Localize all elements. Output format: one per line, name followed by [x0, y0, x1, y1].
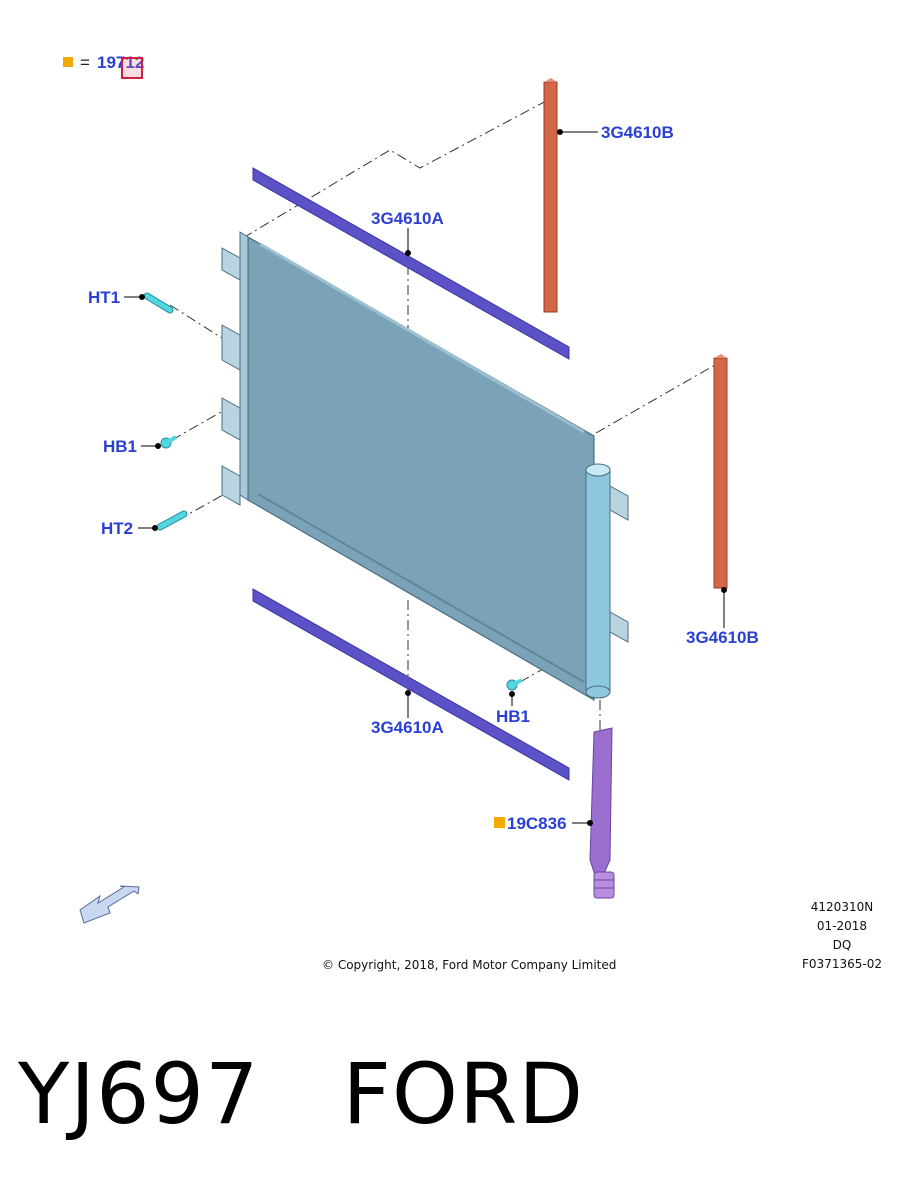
receiver-tank	[585, 463, 629, 699]
label-seal-bottom: 3G4610A	[371, 718, 444, 737]
ref-line-4: F0371365-02	[802, 957, 882, 971]
label-hb1-left: HB1	[103, 437, 137, 456]
legend-highlight-box	[121, 57, 143, 79]
ref-line-1: 4120310N	[811, 900, 873, 914]
left-brackets	[221, 247, 241, 506]
copyright-text: © Copyright, 2018, Ford Motor Company Li…	[322, 958, 616, 972]
label-ht2: HT2	[101, 519, 133, 538]
ref-line-2: 01-2018	[817, 919, 867, 933]
seal-bottom-3g4610a	[252, 588, 570, 781]
label-ht1: HT1	[88, 288, 120, 307]
drier-element-19c836	[589, 727, 615, 899]
seal-lower-3g4610b	[713, 354, 728, 589]
condenser-core	[239, 231, 595, 702]
label-seal-upper-right: 3G4610B	[601, 123, 674, 142]
ref-line-3: DQ	[833, 938, 852, 952]
drier-legend-marker	[494, 817, 505, 828]
callout-leaders	[124, 129, 727, 826]
caption-title: YJ697 FORD	[18, 1052, 584, 1136]
label-drier: 19C836	[507, 814, 567, 833]
legend-equals: =	[80, 53, 90, 72]
seal-top-3g4610a	[252, 167, 570, 360]
parts-diagram: = 19712	[63, 53, 882, 972]
label-seal-lower-right: 3G4610B	[686, 628, 759, 647]
front-direction-arrow-icon	[79, 885, 140, 924]
caption-code: YJ697	[18, 1045, 260, 1143]
caption-brand: FORD	[342, 1045, 585, 1143]
fastener-hb1-right	[506, 678, 523, 691]
seal-upper-3g4610b	[543, 78, 558, 313]
label-hb1-right: HB1	[496, 707, 530, 726]
fastener-hb1-left	[160, 435, 178, 449]
label-seal-top: 3G4610A	[371, 209, 444, 228]
fastener-ht1	[143, 292, 174, 314]
legend-marker	[63, 57, 73, 67]
fastener-ht2	[156, 510, 188, 531]
